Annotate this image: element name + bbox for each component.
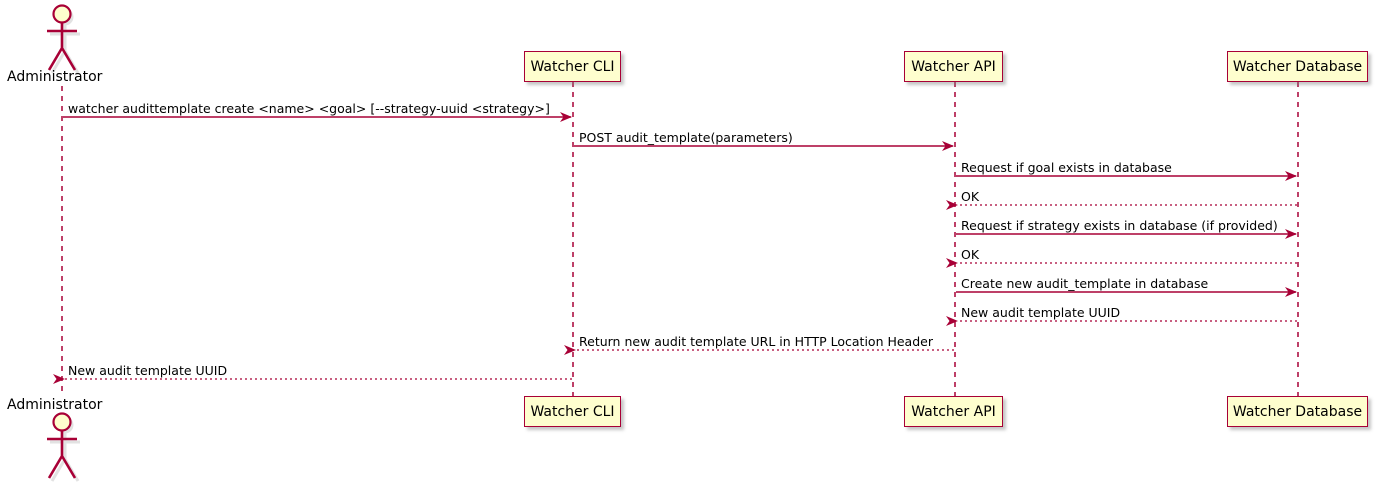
message-label-1: watcher audittemplate create <name> <goa… [68,101,550,116]
participant-box-watcher-cli-top[interactable]: Watcher CLI [524,51,621,82]
participant-label: Watcher CLI [530,403,615,420]
message-label-5: Request if strategy exists in database (… [961,218,1278,233]
actor-glyphs [47,4,80,482]
participant-box-watcher-api-bottom[interactable]: Watcher API [904,396,1003,427]
message-label-10: New audit template UUID [68,363,228,378]
message-label-7: Create new audit_template in database [961,276,1209,291]
actor-label-administrator-bottom: Administrator [7,398,102,412]
actor-body [47,431,77,479]
actor-body [47,23,77,71]
actor-figure-administrator-top[interactable] [47,4,80,74]
actor-figure-administrator-bottom[interactable] [47,412,80,482]
actor-name: Administrator [7,397,103,413]
actor-label-administrator-top: Administrator [7,70,102,84]
message-label-4: OK [961,189,980,204]
message-label-8: New audit template UUID [961,305,1121,320]
actor-head [52,4,72,24]
participant-box-watcher-database-bottom[interactable]: Watcher Database [1227,396,1368,427]
participant-label: Watcher API [911,403,996,420]
participant-label: Watcher Database [1232,58,1363,75]
message-label-6: OK [961,247,980,262]
actor-head [52,412,72,432]
participant-label: Watcher API [911,58,996,75]
participant-label: Watcher CLI [530,58,615,75]
participant-box-watcher-api-top[interactable]: Watcher API [904,51,1003,82]
message-label-9: Return new audit template URL in HTTP Lo… [579,334,933,349]
participant-box-watcher-database-top[interactable]: Watcher Database [1227,51,1368,82]
message-label-2: POST audit_template(parameters) [579,130,793,145]
participant-label: Watcher Database [1232,403,1363,420]
lifelines [61,82,1299,396]
message-label-3: Request if goal exists in database [961,160,1172,175]
message-arrows [53,112,1297,384]
actor-name: Administrator [7,69,103,85]
participant-box-watcher-cli-bottom[interactable]: Watcher CLI [524,396,621,427]
